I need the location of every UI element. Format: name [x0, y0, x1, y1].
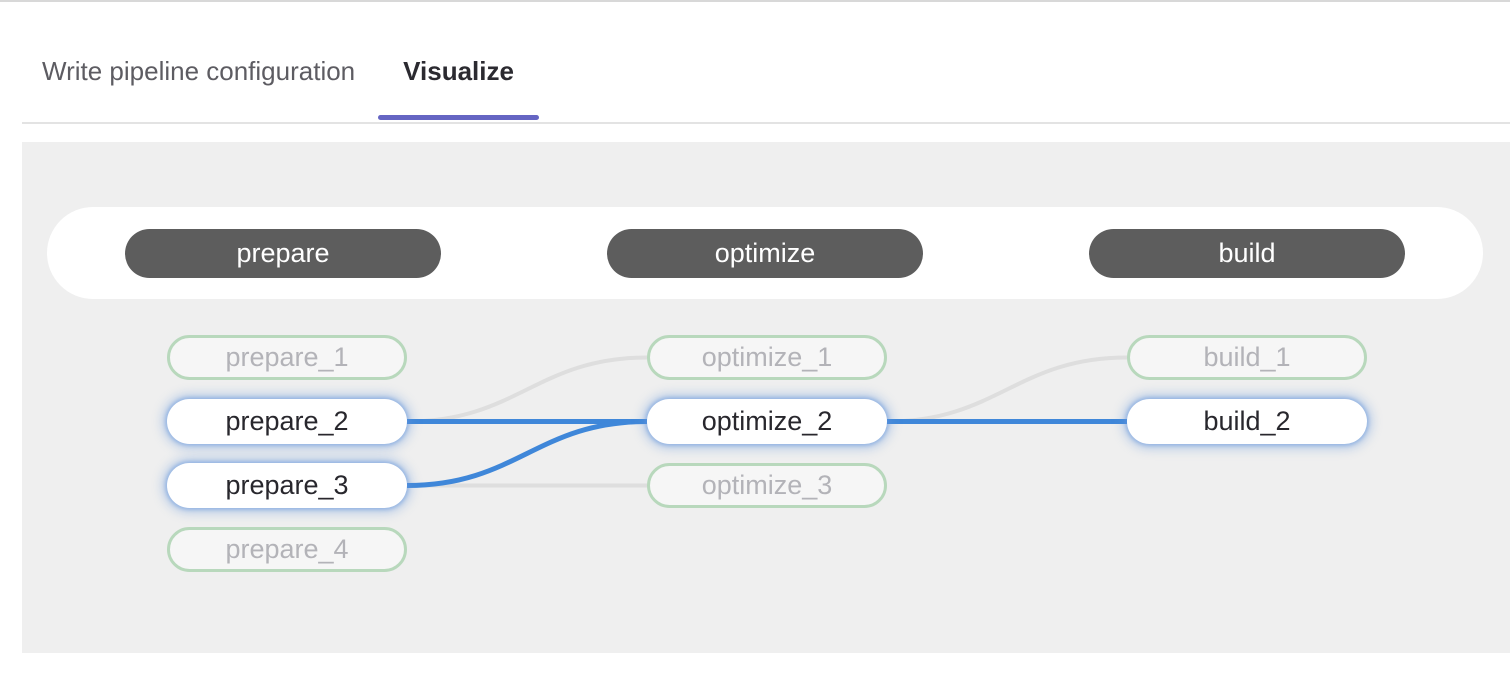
job-pill-optimize-1[interactable]: optimize_1 [647, 335, 887, 380]
job-pill-prepare-3[interactable]: prepare_3 [167, 463, 407, 508]
job-pill-prepare-1[interactable]: prepare_1 [167, 335, 407, 380]
pipeline-graph-panel: prepare optimize build prepare_1 prepare_… [22, 142, 1510, 653]
job-pill-build-1[interactable]: build_1 [1127, 335, 1367, 380]
job-pill-optimize-3[interactable]: optimize_3 [647, 463, 887, 508]
stage-pill-optimize: optimize [607, 228, 923, 278]
tab-visualize[interactable]: Visualize [378, 2, 539, 122]
job-pill-prepare-4[interactable]: prepare_4 [167, 527, 407, 572]
stages-header: prepare optimize build [47, 207, 1483, 299]
stage-pill-build: build [1089, 228, 1405, 278]
pipeline-editor-tabs: Write pipeline configuration Visualize [22, 2, 1510, 124]
stage-pill-prepare: prepare [125, 228, 441, 278]
link-prepare-3-to-optimize-2 [406, 419, 648, 488]
link-optimize-2-to-build-1 [886, 355, 1128, 424]
job-pill-prepare-2[interactable]: prepare_2 [167, 399, 407, 444]
top-divider [0, 0, 1510, 2]
tab-write-pipeline-configuration[interactable]: Write pipeline configuration [42, 55, 356, 86]
job-pill-optimize-2[interactable]: optimize_2 [647, 399, 887, 444]
link-prepare-2-to-optimize-1 [406, 355, 648, 424]
job-pill-build-2[interactable]: build_2 [1127, 399, 1367, 444]
